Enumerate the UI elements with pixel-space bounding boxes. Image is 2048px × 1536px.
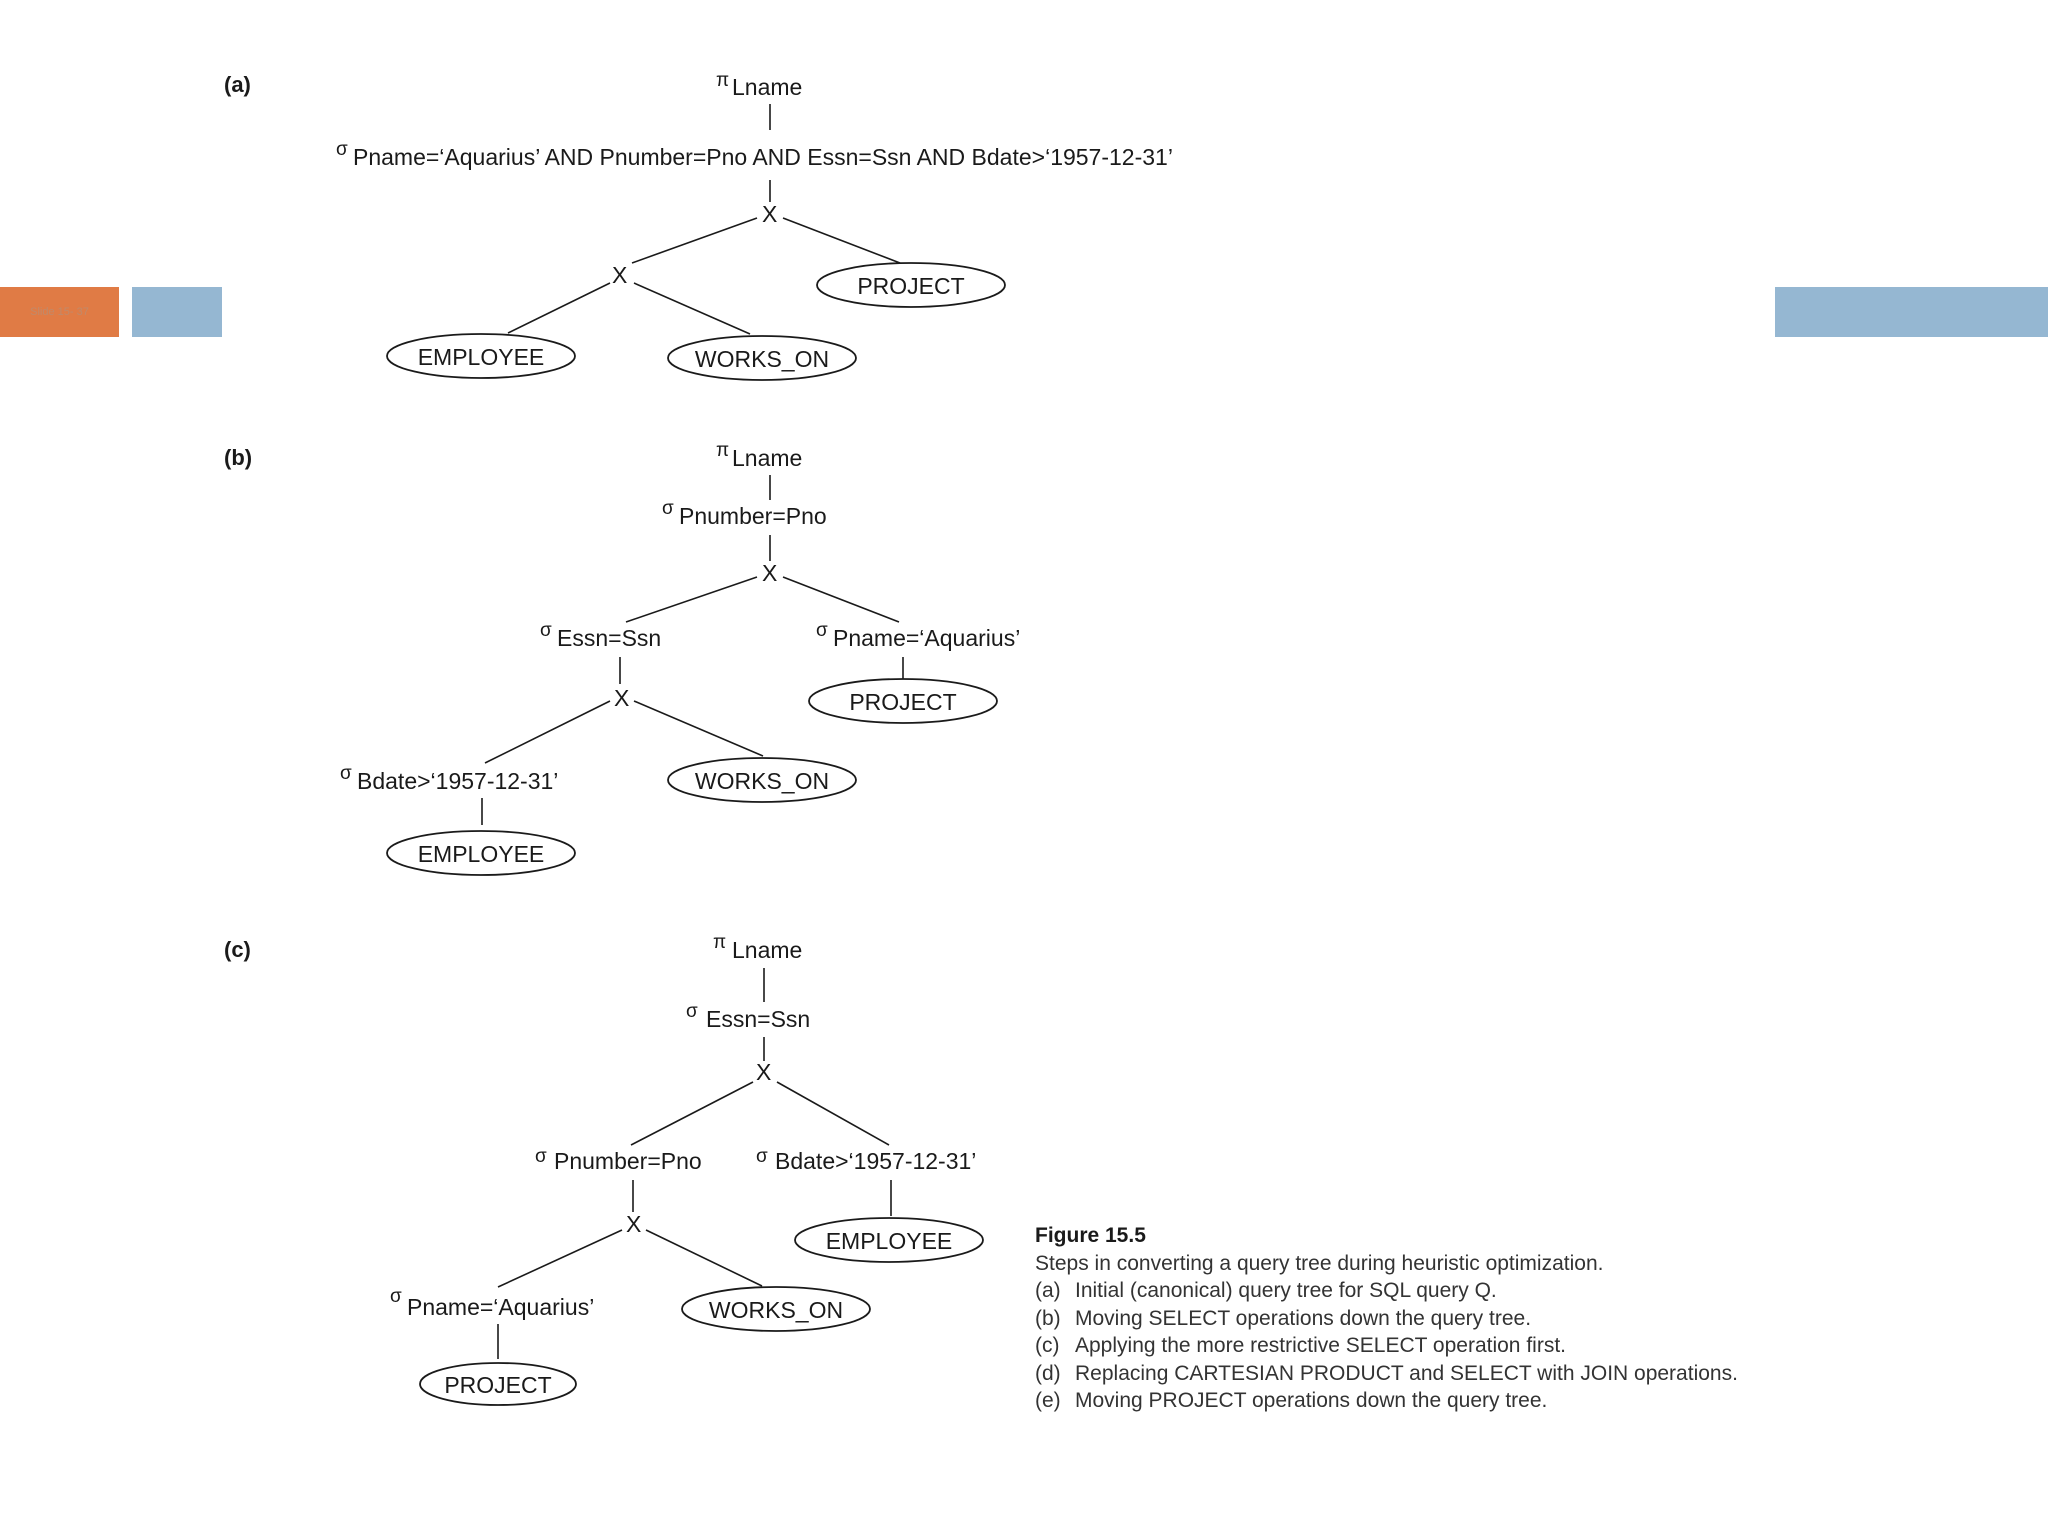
select-symbol: σ (336, 139, 348, 160)
select-symbol: σ (756, 1146, 768, 1167)
relation-node-works-on (667, 335, 857, 381)
tree-edge (633, 700, 764, 757)
left-blue-band (132, 287, 222, 337)
relation-label: WORKS_ON (695, 346, 829, 372)
relation-label: EMPLOYEE (418, 841, 545, 867)
tree-edge (484, 700, 611, 764)
relation-node-project (808, 678, 998, 724)
caption-item: (e) Moving PROJECT operations down the q… (1035, 1387, 1795, 1415)
caption-item: (d) Replacing CARTESIAN PRODUCT and SELE… (1035, 1360, 1795, 1388)
caption-item-key: (d) (1035, 1361, 1061, 1385)
caption-item-key: (c) (1035, 1334, 1060, 1357)
select-condition: Pnumber=Pno (554, 1148, 702, 1174)
select-symbol: σ (390, 1286, 402, 1307)
project-symbol: π (716, 440, 729, 461)
caption-item-key: (b) (1035, 1306, 1061, 1330)
caption-item-text: Applying the more restrictive SELECT ope… (1075, 1334, 1566, 1357)
product-operator: X (762, 201, 777, 227)
right-blue-band (1775, 287, 2048, 337)
select-condition: Pname=‘Aquarius’ (407, 1294, 594, 1320)
tree-edge (776, 1081, 890, 1146)
select-symbol: σ (535, 1146, 547, 1167)
caption-item-text: Moving PROJECT operations down the query… (1075, 1389, 1548, 1412)
relation-label: WORKS_ON (695, 768, 829, 794)
select-condition: Pname=‘Aquarius’ (833, 625, 1020, 651)
slide-number-label: Slide 15- 37 (30, 305, 89, 318)
product-operator: X (626, 1211, 641, 1237)
project-symbol: π (716, 70, 729, 91)
tree-edge (507, 282, 611, 334)
select-condition: Bdate>‘1957-12-31’ (775, 1148, 976, 1174)
select-symbol: σ (816, 620, 828, 641)
select-symbol: σ (662, 498, 674, 519)
project-attribute: Lname (732, 74, 802, 100)
project-attribute: Lname (732, 445, 802, 471)
relation-label: PROJECT (849, 689, 956, 715)
tree-edge (782, 576, 900, 623)
select-condition: Pnumber=Pno (679, 503, 827, 529)
figure-caption: Figure 15.5 Steps in converting a query … (1035, 1222, 1795, 1415)
relation-node-employee (386, 333, 576, 379)
caption-item: (a) Initial (canonical) query tree for S… (1035, 1277, 1795, 1305)
relation-label: WORKS_ON (709, 1297, 843, 1323)
project-attribute: Lname (732, 937, 802, 963)
panel-c: (c) π Lname σ Essn=Ssn X σ Pnumber=Pno σ… (224, 932, 984, 1406)
caption-item: (b) Moving SELECT operations down the qu… (1035, 1305, 1795, 1333)
caption-item: (c) Applying the more restrictive SELECT… (1035, 1332, 1795, 1360)
tree-edge (782, 217, 901, 264)
tree-edge (497, 1229, 623, 1288)
select-condition: Bdate>‘1957-12-31’ (357, 768, 558, 794)
caption-item-text: Replacing CARTESIAN PRODUCT and SELECT w… (1075, 1361, 1738, 1385)
product-operator: X (762, 560, 777, 586)
relation-node-project (816, 262, 1006, 308)
product-operator: X (612, 262, 627, 288)
select-condition: Pname=‘Aquarius’ AND Pnumber=Pno AND Ess… (353, 144, 1173, 170)
tree-edge (630, 1081, 754, 1146)
figure-title: Figure 15.5 (1035, 1224, 1146, 1247)
select-condition: Essn=Ssn (706, 1006, 810, 1032)
caption-item-text: Initial (canonical) query tree for SQL q… (1075, 1279, 1497, 1302)
product-operator: X (614, 685, 629, 711)
relation-node-employee (386, 830, 576, 876)
panel-a: (a) π Lname σ Pname=‘Aquarius’ AND Pnumb… (224, 70, 1173, 381)
tree-edge (633, 282, 751, 335)
select-condition: Essn=Ssn (557, 625, 661, 651)
select-symbol: σ (686, 1001, 698, 1022)
relation-label: EMPLOYEE (826, 1228, 953, 1254)
relation-node-works-on (681, 1286, 871, 1332)
relation-node-project (419, 1362, 577, 1406)
relation-label: EMPLOYEE (418, 344, 545, 370)
panel-b-tag: (b) (224, 445, 252, 470)
tree-edge (631, 217, 758, 264)
relation-label: PROJECT (444, 1372, 551, 1398)
tree-edge (625, 576, 758, 623)
slide-number-tab (0, 287, 119, 337)
panel-a-tag: (a) (224, 72, 251, 97)
panel-c-tag: (c) (224, 937, 251, 962)
select-symbol: σ (340, 763, 352, 784)
tree-edge (645, 1229, 763, 1287)
caption-item-key: (e) (1035, 1389, 1061, 1412)
product-operator: X (756, 1059, 771, 1085)
caption-item-text: Moving SELECT operations down the query … (1075, 1306, 1532, 1330)
relation-label: PROJECT (857, 273, 964, 299)
relation-node-works-on (667, 757, 857, 803)
panel-b: (b) π Lname σ Pnumber=Pno X σ Essn=Ssn σ… (224, 440, 1020, 876)
relation-node-employee (794, 1217, 984, 1263)
select-symbol: σ (540, 620, 552, 641)
project-symbol: π (713, 932, 726, 953)
caption-item-key: (a) (1035, 1279, 1061, 1302)
figure-subtitle: Steps in converting a query tree during … (1035, 1251, 1604, 1275)
